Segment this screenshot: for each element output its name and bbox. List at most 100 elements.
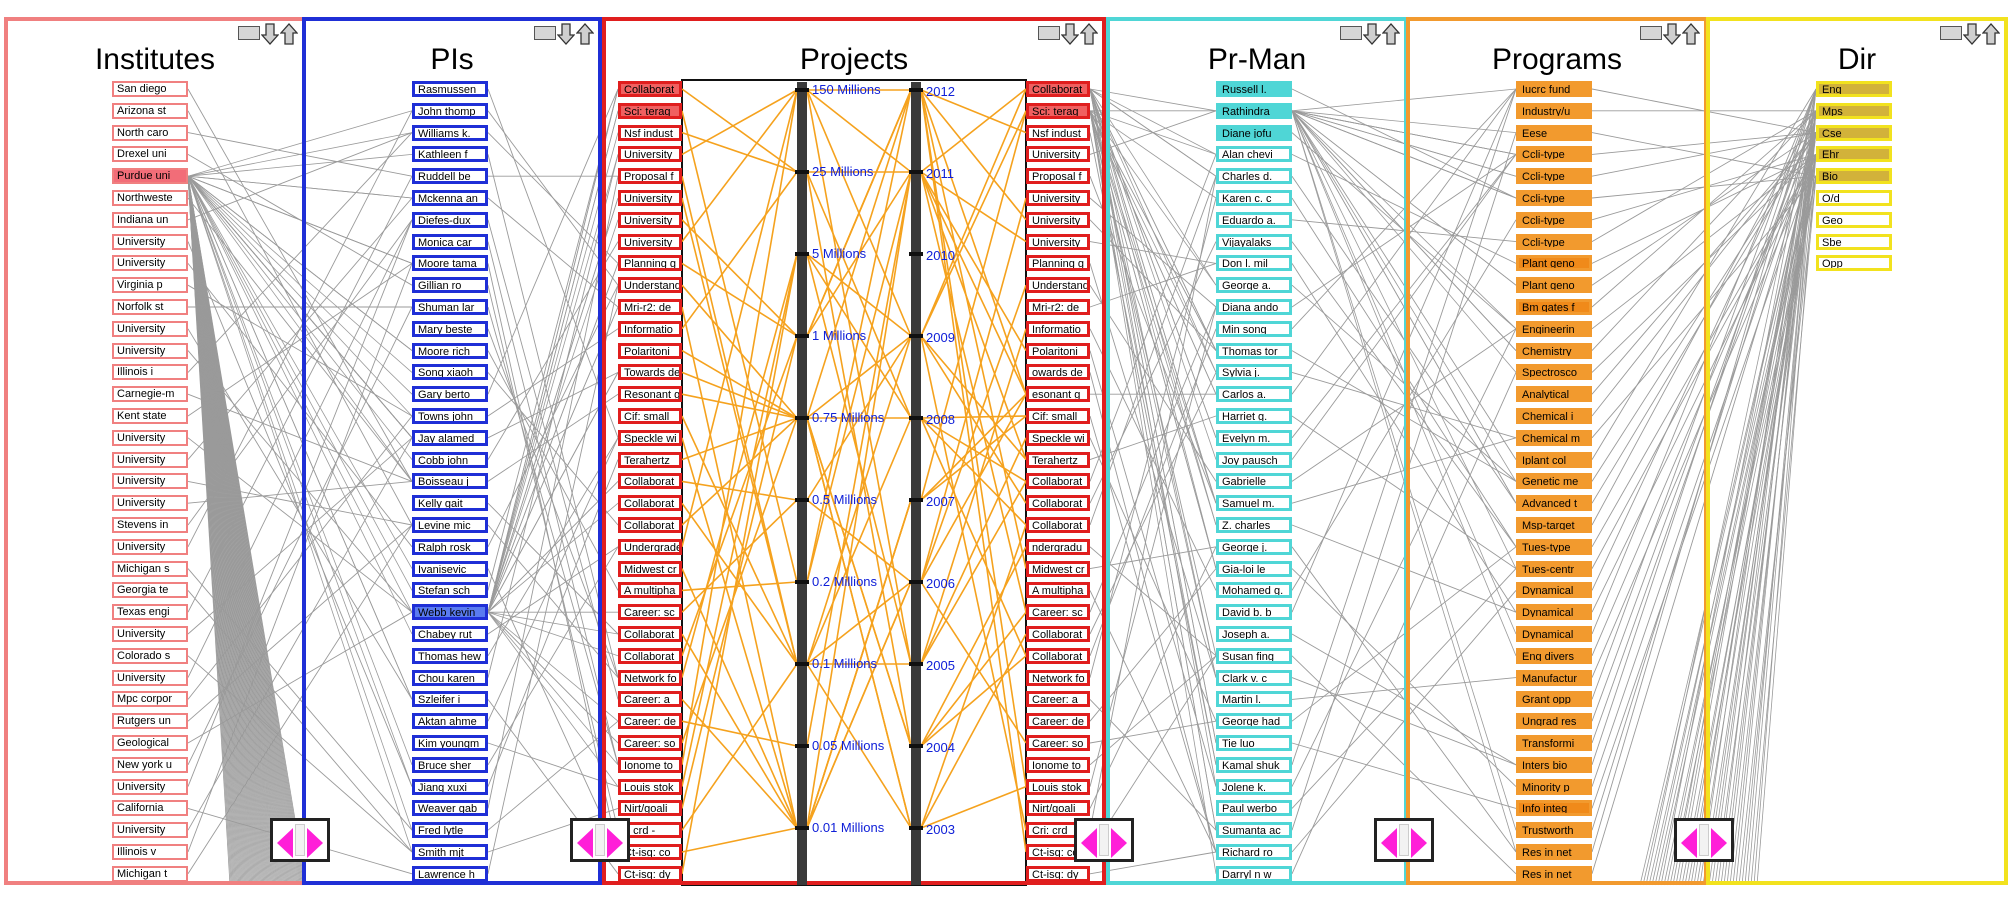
pis-node[interactable]: Boisseau j <box>412 473 488 490</box>
programs-node[interactable]: Chemistry <box>1516 342 1592 359</box>
projects-node[interactable]: Network fo <box>1026 669 1090 686</box>
projects-node[interactable]: Ionome to <box>618 756 682 773</box>
scroll-left-icon[interactable] <box>577 828 593 858</box>
projects-node[interactable]: Collaborat <box>1026 81 1090 97</box>
pis-node[interactable]: Song xiaoh <box>412 364 488 381</box>
projects-scroll-widget[interactable] <box>1074 818 1134 862</box>
programs-node[interactable]: Dynamical <box>1516 604 1592 621</box>
prman-node[interactable]: Eduardo a. <box>1216 211 1292 228</box>
pis-node[interactable]: Cobb john <box>412 451 488 468</box>
institutes-node[interactable]: University <box>112 626 188 642</box>
projects-node[interactable]: Cif: small <box>1026 408 1090 424</box>
pis-node[interactable]: Mary beste <box>412 320 488 337</box>
pis-node[interactable]: Bruce sher <box>412 756 488 773</box>
programs-node[interactable]: Chemical i <box>1516 408 1592 424</box>
programs-node[interactable]: Analytical <box>1516 386 1592 403</box>
institutes-node[interactable]: North caro <box>112 124 188 141</box>
prman-node[interactable]: George a. <box>1216 277 1292 294</box>
projects-node[interactable]: University <box>1026 190 1090 206</box>
pis-node[interactable]: Chabey rut <box>412 626 488 642</box>
scroll-thumb[interactable] <box>1399 824 1409 856</box>
programs-node[interactable]: Iplant col <box>1516 451 1592 468</box>
pis-node[interactable]: Towns john <box>412 408 488 424</box>
pis-node[interactable]: Gillian ro <box>412 277 488 294</box>
institutes-node[interactable]: Arizona st <box>112 102 188 119</box>
programs-node[interactable]: Res in net <box>1516 865 1592 882</box>
prman-node[interactable]: Karen c. c <box>1216 190 1292 206</box>
pis-scroll-widget[interactable] <box>570 818 630 862</box>
projects-node[interactable]: Planning g <box>618 255 682 272</box>
projects-node[interactable]: Louis stok <box>1026 778 1090 795</box>
minimize-icon[interactable] <box>534 26 556 40</box>
projects-node[interactable]: Understand <box>618 277 682 294</box>
projects-node[interactable]: Collaborat <box>1026 626 1090 642</box>
projects-node[interactable]: Sci: terag <box>618 102 682 119</box>
projects-node[interactable]: University <box>1026 146 1090 163</box>
pis-node[interactable]: Ruddell be <box>412 168 488 185</box>
scroll-right-icon[interactable] <box>1111 828 1127 858</box>
scroll-left-icon[interactable] <box>277 828 293 858</box>
projects-node[interactable]: Career: de <box>618 713 682 730</box>
programs-node[interactable]: Chemical m <box>1516 429 1592 446</box>
minimize-icon[interactable] <box>1340 26 1362 40</box>
institutes-node[interactable]: University <box>112 822 188 839</box>
projects-node[interactable]: Terahertz <box>1026 451 1090 468</box>
scroll-thumb[interactable] <box>295 824 305 856</box>
pis-node[interactable]: John thomp <box>412 102 488 119</box>
projects-node[interactable]: A multipha <box>618 582 682 599</box>
programs-node[interactable]: Ungrad res <box>1516 713 1592 730</box>
prman-node[interactable]: Carlos a. <box>1216 386 1292 403</box>
projects-node[interactable]: University <box>618 233 682 250</box>
prman-node[interactable]: Min song <box>1216 320 1292 337</box>
prman-node[interactable]: Vijayalaks <box>1216 233 1292 250</box>
institutes-node[interactable]: Stevens in <box>112 517 188 533</box>
prman-node[interactable]: Darryl n w <box>1216 865 1292 882</box>
scroll-right-icon[interactable] <box>1411 828 1427 858</box>
dir-node[interactable]: Eng <box>1816 81 1892 97</box>
institutes-node[interactable]: University <box>112 538 188 555</box>
prman-node[interactable]: Harriet g. <box>1216 408 1292 424</box>
programs-node[interactable]: Ccli-type <box>1516 190 1592 206</box>
scroll-right-icon[interactable] <box>607 828 623 858</box>
programs-node[interactable]: Plant geno <box>1516 277 1592 294</box>
institutes-scroll-widget[interactable] <box>270 818 330 862</box>
institutes-node[interactable]: University <box>112 495 188 512</box>
institutes-node[interactable]: Purdue uni <box>112 168 188 185</box>
programs-node[interactable]: Msp-target <box>1516 517 1592 533</box>
prman-node[interactable]: Z. charles <box>1216 517 1292 533</box>
prman-node[interactable]: Clark v. c <box>1216 669 1292 686</box>
projects-node[interactable]: University <box>1026 233 1090 250</box>
projects-node[interactable]: Cif: small <box>618 408 682 424</box>
pis-node[interactable]: Stefan sch <box>412 582 488 599</box>
institutes-node[interactable]: Indiana un <box>112 211 188 228</box>
dir-node[interactable]: Mps <box>1816 102 1892 119</box>
prman-node[interactable]: Don l. mil <box>1216 255 1292 272</box>
institutes-node[interactable]: San diego <box>112 81 188 97</box>
programs-node[interactable]: Spectrosco <box>1516 364 1592 381</box>
projects-node[interactable]: Career: so <box>1026 735 1090 751</box>
programs-node[interactable]: Genetic me <box>1516 473 1592 490</box>
prman-node[interactable]: Susan fing <box>1216 647 1292 664</box>
programs-node[interactable]: Dynamical <box>1516 626 1592 642</box>
projects-node[interactable]: Mri-r2: de <box>1026 299 1090 315</box>
prman-node[interactable]: Sumanta ac <box>1216 822 1292 839</box>
projects-node[interactable]: Proposal f <box>618 168 682 185</box>
pis-node[interactable]: Jay alamed <box>412 429 488 446</box>
minimize-icon[interactable] <box>1640 26 1662 40</box>
arrow-down-icon[interactable] <box>1663 23 1681 45</box>
prman-node[interactable]: Alan chevi <box>1216 146 1292 163</box>
prman-node[interactable]: Sylvia j. <box>1216 364 1292 381</box>
programs-node[interactable]: Ccli-type <box>1516 211 1592 228</box>
minimize-icon[interactable] <box>1038 26 1060 40</box>
programs-node[interactable]: Res in net <box>1516 844 1592 860</box>
prman-node[interactable]: Thomas tor <box>1216 342 1292 359</box>
prman-node[interactable]: Jolene k. <box>1216 778 1292 795</box>
projects-node[interactable]: Collaborat <box>618 647 682 664</box>
pis-node[interactable]: Lawrence h <box>412 865 488 882</box>
programs-node[interactable]: Manufactur <box>1516 669 1592 686</box>
scroll-left-icon[interactable] <box>1081 828 1097 858</box>
programs-node[interactable]: Inters bio <box>1516 756 1592 773</box>
prman-node[interactable]: David b. b <box>1216 604 1292 621</box>
programs-node[interactable]: Bm gates f <box>1516 299 1592 315</box>
pis-node[interactable]: Rasmussen <box>412 81 488 97</box>
